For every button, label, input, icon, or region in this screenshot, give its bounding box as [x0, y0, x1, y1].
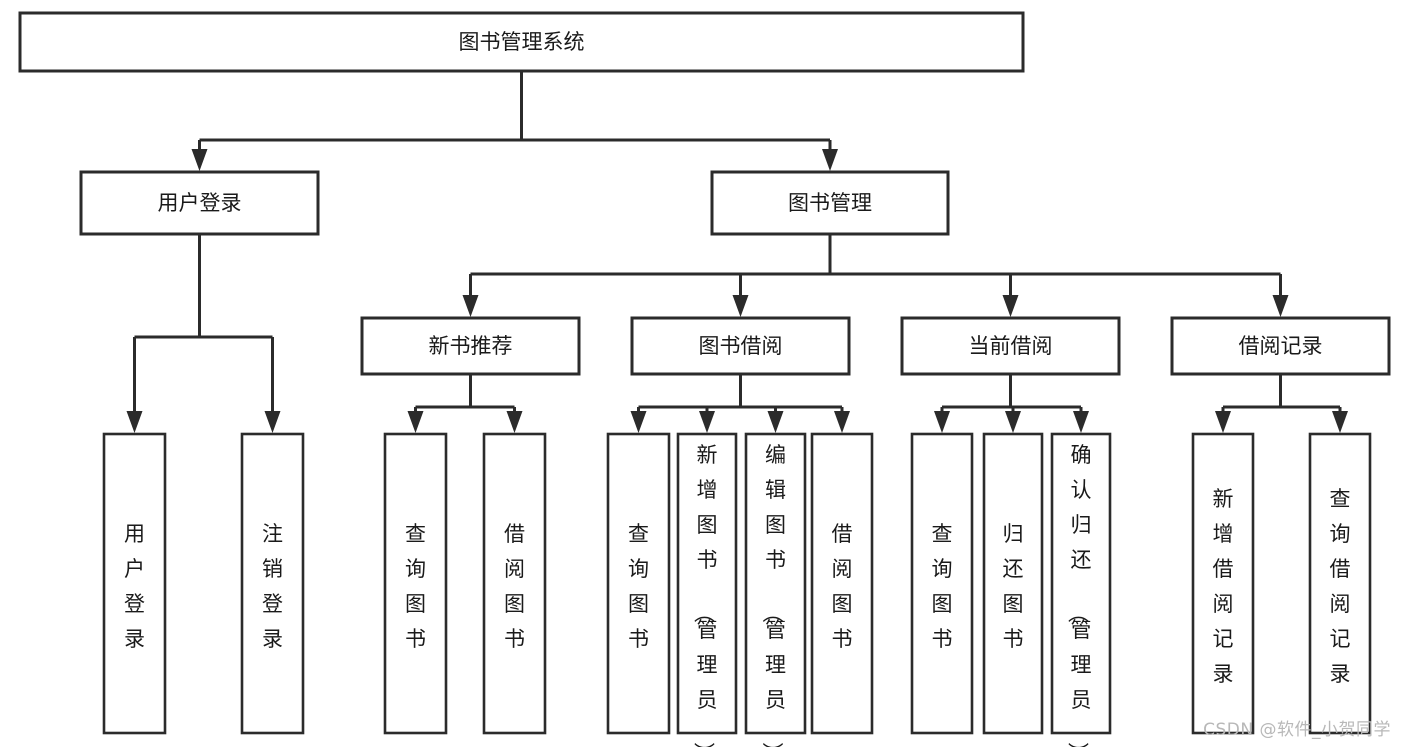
- conn-root-to-level1-arrow-1: [822, 149, 838, 171]
- conn-borrow-record-to-leaves-arrow-1: [1332, 411, 1348, 433]
- node-label-leaf-query-book-current: 查询图书: [932, 522, 953, 651]
- conn-book-manage-to-level2-arrow-0: [462, 295, 479, 317]
- node-box-leaf-borrow-book: [810, 432, 874, 735]
- node-label-leaf-user-login: 用户登录: [124, 522, 145, 651]
- node-label-leaf-query-book-recommend: 查询图书: [405, 522, 426, 651]
- node-label-leaf-borrow-book: 借阅图书: [832, 522, 853, 651]
- node-label-leaf-borrow-book-recommend: 借阅图书: [504, 522, 525, 651]
- node-box-leaf-query-book-current: [910, 432, 974, 735]
- node-leaf-edit-book-admin[interactable]: 编辑图书（管理员）: [744, 432, 807, 747]
- node-label-root: 图书管理系统: [459, 30, 585, 54]
- node-box-leaf-edit-book-admin: [744, 432, 807, 735]
- node-leaf-confirm-return-admin[interactable]: 确认归还（管理员）: [1050, 432, 1112, 747]
- node-box-root: [18, 11, 1025, 73]
- node-label-book-borrow: 图书借阅: [699, 334, 783, 358]
- node-label-leaf-add-borrow-record: 新增借阅记录: [1213, 487, 1234, 686]
- conn-new-book-recommend-to-leaves-arrow-0: [407, 411, 424, 433]
- node-box-leaf-query-book-borrow: [606, 432, 671, 735]
- node-leaf-add-book-admin[interactable]: 新增图书（管理员）: [676, 432, 738, 747]
- node-new-book-recommend[interactable]: 新书推荐: [360, 316, 581, 376]
- node-leaf-query-book-borrow[interactable]: 查询图书: [606, 432, 671, 735]
- conn-user-login-to-leaves-arrow-0: [126, 411, 143, 433]
- node-box-leaf-add-book-admin: [676, 432, 738, 735]
- node-borrow-record[interactable]: 借阅记录: [1170, 316, 1391, 376]
- node-box-leaf-query-book-recommend: [383, 432, 448, 735]
- node-label-leaf-add-book-admin: 新增图书（管理员）: [692, 443, 718, 747]
- conn-book-borrow-to-leaves-arrow-3: [834, 411, 850, 433]
- node-leaf-borrow-book-recommend[interactable]: 借阅图书: [482, 432, 547, 735]
- node-box-new-book-recommend: [360, 316, 581, 376]
- conn-borrow-record-to-leaves-arrow-0: [1215, 411, 1231, 433]
- node-leaf-user-login[interactable]: 用户登录: [102, 432, 167, 735]
- node-leaf-query-book-current[interactable]: 查询图书: [910, 432, 974, 735]
- node-leaf-logout-login[interactable]: 注销登录: [240, 432, 305, 735]
- node-label-new-book-recommend: 新书推荐: [429, 334, 513, 358]
- node-box-current-borrow: [900, 316, 1121, 376]
- node-box-book-manage: [710, 170, 950, 236]
- conn-user-login-to-leaves-arrow-1: [264, 411, 281, 433]
- node-box-leaf-add-borrow-record: [1191, 432, 1255, 735]
- node-leaf-query-book-recommend[interactable]: 查询图书: [383, 432, 448, 735]
- node-leaf-borrow-book[interactable]: 借阅图书: [810, 432, 874, 735]
- node-label-current-borrow: 当前借阅: [969, 334, 1053, 358]
- node-label-leaf-edit-book-admin: 编辑图书（管理员）: [760, 443, 786, 747]
- node-box-leaf-user-login: [102, 432, 167, 735]
- conn-book-borrow-to-leaves-arrow-2: [767, 411, 784, 433]
- node-book-borrow[interactable]: 图书借阅: [630, 316, 851, 376]
- conn-current-borrow-to-leaves-arrow-0: [934, 411, 950, 433]
- conn-book-borrow-to-leaves-arrow-0: [630, 411, 647, 433]
- node-box-leaf-logout-login: [240, 432, 305, 735]
- node-label-leaf-return-book: 归还图书: [1003, 522, 1024, 651]
- node-label-leaf-logout-login: 注销登录: [262, 522, 283, 651]
- conn-book-manage-to-level2-arrow-3: [1272, 295, 1289, 317]
- node-label-leaf-query-book-borrow: 查询图书: [628, 522, 649, 651]
- node-box-leaf-query-borrow-record: [1308, 432, 1372, 735]
- conn-current-borrow-to-leaves-arrow-2: [1073, 411, 1089, 433]
- conn-root-to-level1-arrow-0: [191, 149, 208, 171]
- node-label-borrow-record: 借阅记录: [1239, 334, 1323, 358]
- conn-current-borrow-to-leaves-arrow-1: [1005, 411, 1021, 433]
- node-label-user-login: 用户登录: [158, 191, 242, 215]
- node-label-book-manage: 图书管理: [788, 191, 872, 215]
- node-label-leaf-query-borrow-record: 查询借阅记录: [1330, 487, 1351, 686]
- node-box-leaf-confirm-return-admin: [1050, 432, 1112, 735]
- node-box-user-login: [79, 170, 320, 236]
- node-leaf-query-borrow-record[interactable]: 查询借阅记录: [1308, 432, 1372, 735]
- conn-new-book-recommend-to-leaves-arrow-1: [506, 411, 523, 433]
- node-leaf-add-borrow-record[interactable]: 新增借阅记录: [1191, 432, 1255, 735]
- node-label-leaf-confirm-return-admin: 确认归还（管理员）: [1066, 443, 1092, 747]
- node-box-leaf-return-book: [982, 432, 1044, 735]
- node-current-borrow[interactable]: 当前借阅: [900, 316, 1121, 376]
- node-book-manage[interactable]: 图书管理: [710, 170, 950, 236]
- node-box-leaf-borrow-book-recommend: [482, 432, 547, 735]
- node-root[interactable]: 图书管理系统: [18, 11, 1025, 73]
- node-leaf-return-book[interactable]: 归还图书: [982, 432, 1044, 735]
- conn-book-borrow-to-leaves-arrow-1: [699, 411, 715, 433]
- node-user-login[interactable]: 用户登录: [79, 170, 320, 236]
- node-box-book-borrow: [630, 316, 851, 376]
- conn-book-manage-to-level2-arrow-2: [1002, 295, 1019, 317]
- node-box-borrow-record: [1170, 316, 1391, 376]
- conn-book-manage-to-level2-arrow-1: [732, 295, 749, 317]
